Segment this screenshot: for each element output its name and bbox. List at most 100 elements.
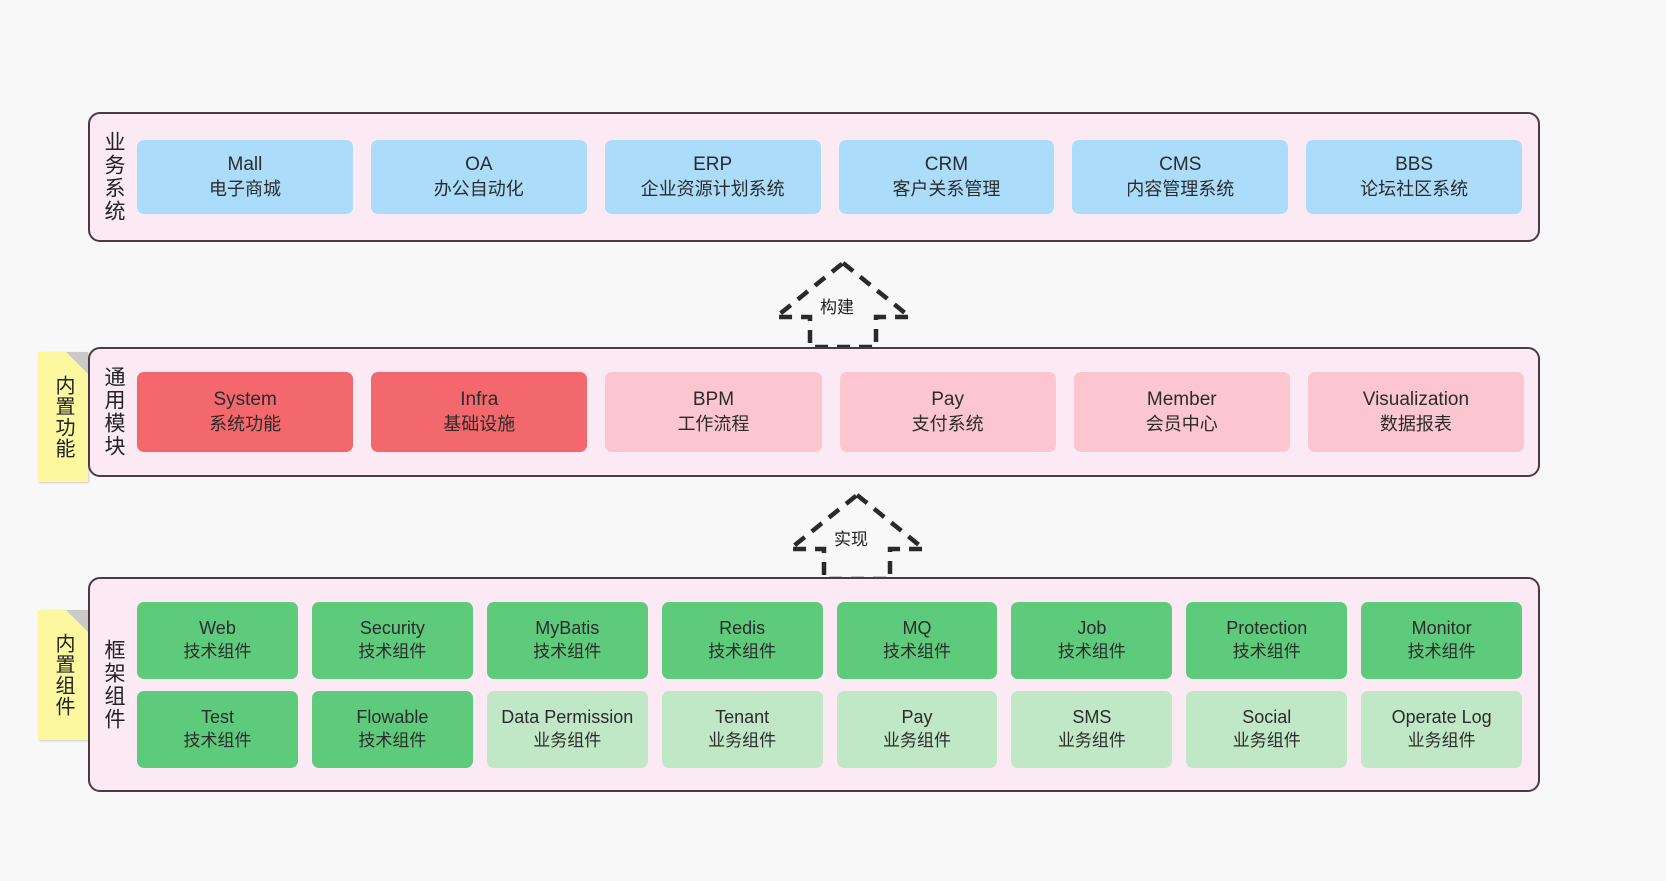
- framework-cell-web[interactable]: Web 技术组件: [137, 601, 298, 679]
- layer-common-title: 通用模块: [102, 366, 126, 458]
- common-cell-bpm[interactable]: BPM 工作流程: [605, 372, 822, 452]
- business-cell-cms[interactable]: CMS 内容管理系统: [1072, 140, 1289, 214]
- arrow-implement-label: 实现: [834, 530, 868, 549]
- framework-cell-sms[interactable]: SMS 业务组件: [1011, 690, 1173, 768]
- cell-subtitle: 系统功能: [209, 413, 282, 434]
- framework-cell-mybatis[interactable]: MyBatis 技术组件: [486, 601, 648, 679]
- sticky-note-builtin-components: 内置组件: [38, 610, 88, 740]
- cell-subtitle: 业务组件: [533, 730, 602, 750]
- business-cell-crm[interactable]: CRM 客户关系管理: [838, 140, 1055, 214]
- framework-cell-pay[interactable]: Pay 业务组件: [836, 690, 998, 768]
- cell-title: ERP: [693, 153, 733, 175]
- cell-title: CRM: [924, 153, 969, 175]
- common-cell-member[interactable]: Member 会员中心: [1073, 372, 1290, 452]
- cell-title: CMS: [1159, 153, 1202, 175]
- framework-cell-monitor[interactable]: Monitor 技术组件: [1361, 601, 1523, 679]
- cell-title: Mall: [227, 153, 263, 175]
- cell-subtitle: 业务组件: [708, 730, 777, 750]
- cell-title: System: [213, 388, 277, 410]
- cell-title: Flowable: [356, 707, 429, 728]
- cell-subtitle: 数据报表: [1379, 413, 1452, 434]
- business-cell-oa[interactable]: OA 办公自动化: [370, 140, 587, 214]
- cell-subtitle: 业务组件: [1232, 730, 1301, 750]
- cell-title: Social: [1242, 707, 1292, 728]
- business-cell-mall[interactable]: Mall 电子商城: [137, 140, 353, 214]
- framework-cell-protection[interactable]: Protection 技术组件: [1186, 601, 1348, 679]
- cell-subtitle: 技术组件: [1057, 641, 1126, 661]
- layer-framework-title: 框架组件: [102, 638, 126, 731]
- framework-cell-mq[interactable]: MQ 技术组件: [836, 601, 998, 679]
- common-cell-pay[interactable]: Pay 支付系统: [839, 372, 1056, 452]
- business-cell-erp[interactable]: ERP 企业资源计划系统: [604, 140, 821, 214]
- arrow-build: 构建: [758, 255, 928, 350]
- cell-title: BBS: [1395, 153, 1434, 175]
- framework-cell-test[interactable]: Test 技术组件: [137, 690, 298, 768]
- layer-business-title: 业务系统: [102, 131, 126, 223]
- cell-subtitle: 内容管理系统: [1126, 178, 1235, 199]
- framework-cell-security[interactable]: Security 技术组件: [311, 601, 473, 679]
- business-cell-bbs[interactable]: BBS 论坛社区系统: [1306, 140, 1523, 214]
- framework-row-1: Web 技术组件 Security 技术组件 MyBatis 技术组件 Redi…: [137, 601, 1523, 679]
- cell-subtitle: 支付系统: [911, 413, 984, 434]
- cell-subtitle: 业务组件: [882, 730, 951, 750]
- cell-subtitle: 工作流程: [677, 413, 750, 434]
- cell-title: MyBatis: [535, 618, 600, 639]
- cell-subtitle: 技术组件: [708, 641, 777, 661]
- cell-subtitle: 论坛社区系统: [1360, 178, 1469, 199]
- framework-cell-tenant[interactable]: Tenant 业务组件: [661, 690, 823, 768]
- cell-subtitle: 客户关系管理: [892, 178, 1001, 199]
- cell-title: BPM: [692, 388, 735, 410]
- layer-framework-body: Web 技术组件 Security 技术组件 MyBatis 技术组件 Redi…: [133, 579, 1538, 790]
- sticky-fold-icon: [66, 352, 88, 374]
- cell-title: Infra: [460, 388, 499, 410]
- cell-subtitle: 技术组件: [358, 641, 427, 661]
- cell-title: Visualization: [1362, 388, 1470, 410]
- cell-title: Pay: [931, 388, 964, 410]
- cell-subtitle: 技术组件: [183, 730, 252, 750]
- layer-business-body: Mall 电子商城 OA 办公自动化 ERP 企业资源计划系统 CRM 客户关系…: [133, 114, 1538, 240]
- cell-subtitle: 会员中心: [1145, 413, 1218, 434]
- cell-title: Operate Log: [1391, 707, 1492, 728]
- arrow-implement: 实现: [772, 487, 942, 582]
- cell-title: Monitor: [1411, 618, 1472, 639]
- cell-title: Redis: [719, 618, 766, 639]
- common-cell-visualization[interactable]: Visualization 数据报表: [1307, 372, 1524, 452]
- cell-subtitle: 业务组件: [1407, 730, 1476, 750]
- cell-title: Protection: [1226, 618, 1308, 639]
- cell-subtitle: 电子商城: [208, 178, 281, 199]
- common-row: System 系统功能 Infra 基础设施 BPM 工作流程 Pay 支付系统…: [137, 372, 1524, 452]
- cell-subtitle: 技术组件: [358, 730, 427, 750]
- cell-subtitle: 技术组件: [882, 641, 951, 661]
- cell-title: Job: [1077, 618, 1107, 639]
- sticky-note-builtin-features: 内置功能: [38, 352, 88, 482]
- cell-subtitle: 业务组件: [1057, 730, 1126, 750]
- cell-title: Test: [200, 707, 234, 728]
- cell-title: OA: [465, 153, 493, 175]
- sticky-note-label: 内置功能: [52, 375, 74, 459]
- layer-business-system: 业务系统 Mall 电子商城 OA 办公自动化 ERP 企业资源计划系统 CRM…: [88, 112, 1540, 242]
- layer-common-module: 通用模块 System 系统功能 Infra 基础设施 BPM 工作流程 Pay…: [88, 347, 1540, 477]
- cell-title: Data Permission: [501, 707, 634, 728]
- cell-subtitle: 技术组件: [183, 641, 252, 661]
- cell-subtitle: 技术组件: [1407, 641, 1476, 661]
- framework-cell-social[interactable]: Social 业务组件: [1186, 690, 1348, 768]
- framework-cell-operate-log[interactable]: Operate Log 业务组件: [1361, 690, 1523, 768]
- framework-cell-data-permission[interactable]: Data Permission 业务组件: [486, 690, 648, 768]
- cell-title: Tenant: [715, 707, 770, 728]
- common-cell-system[interactable]: System 系统功能: [137, 372, 354, 452]
- framework-cell-redis[interactable]: Redis 技术组件: [661, 601, 823, 679]
- cell-title: Pay: [901, 707, 933, 728]
- cell-subtitle: 办公自动化: [433, 178, 524, 199]
- framework-cell-flowable[interactable]: Flowable 技术组件: [311, 690, 473, 768]
- sticky-note-label: 内置组件: [52, 633, 74, 717]
- layer-common-body: System 系统功能 Infra 基础设施 BPM 工作流程 Pay 支付系统…: [133, 349, 1538, 475]
- cell-title: SMS: [1072, 707, 1112, 728]
- common-cell-infra[interactable]: Infra 基础设施: [371, 372, 588, 452]
- framework-cell-job[interactable]: Job 技术组件: [1011, 601, 1173, 679]
- cell-title: Member: [1146, 388, 1217, 410]
- arrow-build-label: 构建: [820, 298, 854, 317]
- cell-subtitle: 基础设施: [443, 413, 516, 434]
- cell-title: MQ: [902, 618, 932, 639]
- business-row: Mall 电子商城 OA 办公自动化 ERP 企业资源计划系统 CRM 客户关系…: [137, 140, 1523, 214]
